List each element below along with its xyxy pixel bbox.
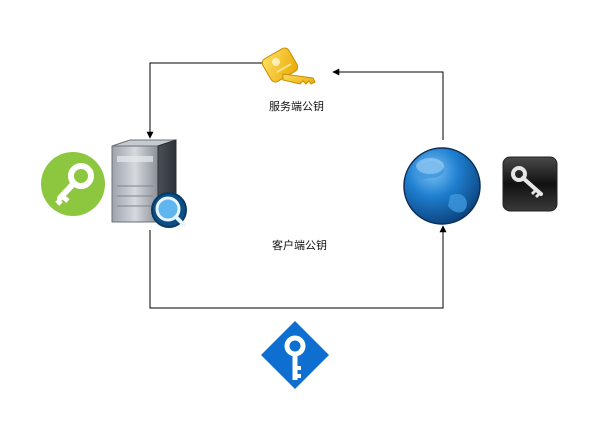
edge-server-to-globe <box>149 225 447 309</box>
client-public-key-label: 客户端公钥 <box>272 239 327 252</box>
server-with-magnifier-icon <box>111 139 187 228</box>
edge-globe-to-key-top <box>332 68 444 140</box>
server-public-key-label: 服务端公钥 <box>269 100 324 113</box>
edge-key-to-server <box>146 62 262 139</box>
gold-key-icon <box>261 47 316 85</box>
globe-icon <box>403 147 481 225</box>
black-square-key-icon <box>502 156 558 212</box>
green-circle-key-icon <box>41 152 105 216</box>
blue-diamond-key-icon <box>261 321 329 389</box>
